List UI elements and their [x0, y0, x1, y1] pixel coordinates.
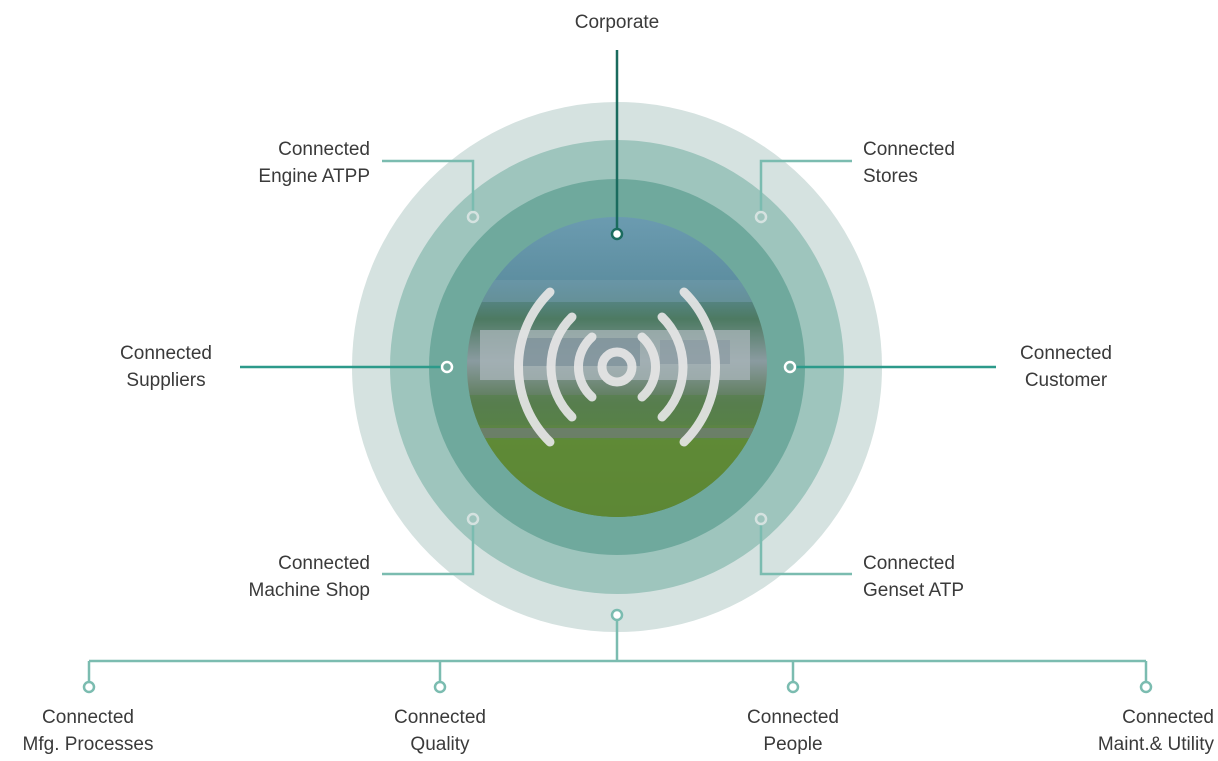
label-people: Connected People [693, 704, 893, 758]
label-suppliers-line1: Connected [120, 343, 212, 364]
label-stores: Connected Stores [863, 136, 1063, 190]
label-mfg-line1: Connected [42, 707, 134, 728]
node-customer-icon [783, 360, 797, 374]
label-engine-line2: Engine ATPP [258, 166, 370, 187]
node-corporate-icon [610, 227, 624, 241]
label-machine: Connected Machine Shop [170, 550, 370, 604]
label-suppliers: Connected Suppliers [66, 340, 266, 394]
label-machine-line2: Machine Shop [248, 580, 370, 601]
connector-machine [382, 523, 475, 576]
node-mfg-icon [82, 680, 96, 694]
label-quality: Connected Quality [340, 704, 540, 758]
label-quality-line2: Quality [410, 734, 470, 755]
label-quality-line1: Connected [394, 707, 486, 728]
connector-engine [382, 159, 475, 214]
connector-genset [759, 523, 852, 576]
label-suppliers-line2: Suppliers [126, 370, 206, 391]
node-stores-icon [754, 210, 768, 224]
label-customer: Connected Customer [966, 340, 1166, 394]
label-stores-line2: Stores [863, 166, 918, 187]
label-genset-line1: Connected [863, 553, 955, 574]
label-engine-line1: Connected [278, 139, 370, 160]
wifi-signal-icon [513, 287, 721, 447]
label-corporate-text: Corporate [574, 12, 660, 33]
label-genset: Connected Genset ATP [863, 550, 1063, 604]
label-engine: Connected Engine ATPP [170, 136, 370, 190]
node-engine-icon [466, 210, 480, 224]
node-machine-icon [466, 512, 480, 526]
label-maint: Connected Maint.& Utility [1018, 704, 1214, 758]
node-suppliers-icon [440, 360, 454, 374]
label-genset-line2: Genset ATP [863, 580, 965, 601]
label-people-line2: People [763, 734, 823, 755]
label-customer-line2: Customer [1024, 370, 1108, 391]
node-people-icon [786, 680, 800, 694]
label-customer-line1: Connected [1020, 343, 1112, 364]
label-stores-line1: Connected [863, 139, 955, 160]
label-people-line1: Connected [747, 707, 839, 728]
node-quality-icon [433, 680, 447, 694]
label-mfg: Connected Mfg. Processes [0, 704, 176, 758]
node-genset-icon [754, 512, 768, 526]
node-maint-icon [1139, 680, 1153, 694]
connector-stores [759, 159, 852, 214]
label-mfg-line2: Mfg. Processes [22, 734, 154, 755]
label-maint-line2: Maint.& Utility [1097, 734, 1214, 755]
label-corporate: Corporate [517, 9, 717, 36]
label-maint-line1: Connected [1122, 707, 1214, 728]
node-bottom-icon [610, 608, 624, 622]
label-machine-line1: Connected [278, 553, 370, 574]
